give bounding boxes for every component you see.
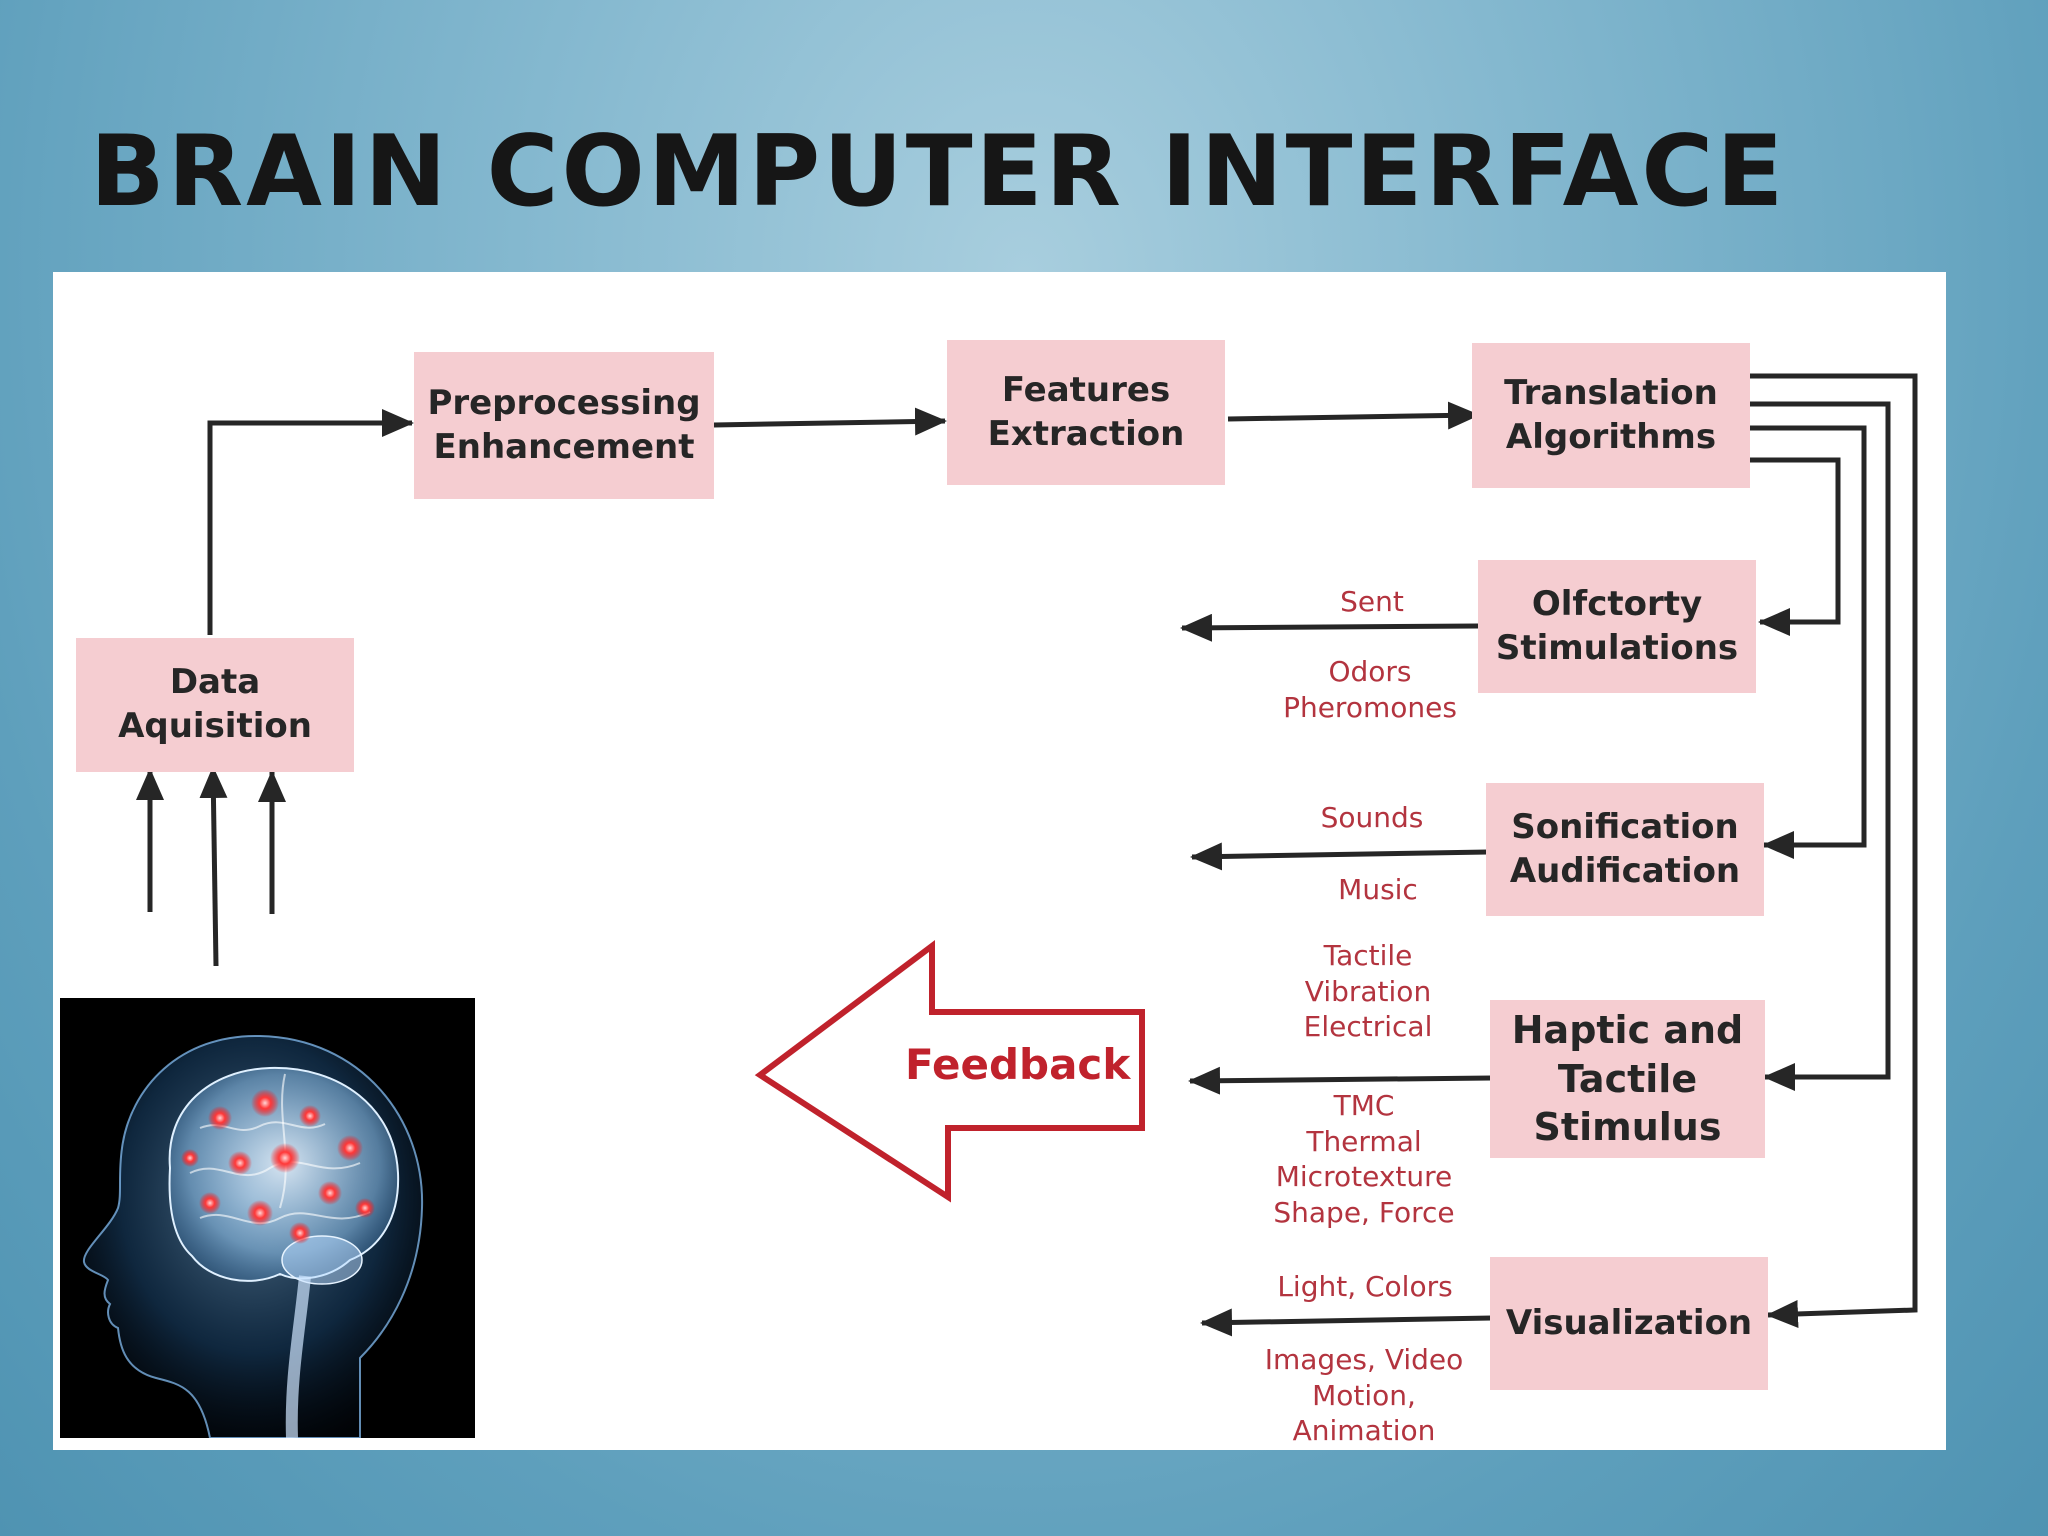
arrow-son-out bbox=[1190, 842, 1489, 871]
arrow-feat-to-trans bbox=[1227, 401, 1480, 430]
visualization-box: Visualization bbox=[1490, 1257, 1768, 1390]
brain-shape bbox=[168, 1066, 400, 1282]
slide-title: BRAIN COMPUTER INTERFACE bbox=[90, 115, 1787, 229]
arrow-olf-out bbox=[1180, 613, 1479, 642]
arrow-signal-center bbox=[199, 766, 228, 967]
arrow-vis-out bbox=[1200, 1308, 1493, 1337]
features-extraction-box: Features Extraction bbox=[947, 340, 1225, 485]
feedback-label: Feedback bbox=[905, 1040, 1131, 1089]
olfactory-output-below: Odors Pheromones bbox=[1283, 655, 1457, 724]
olfactory-box: Olfctorty Stimulations bbox=[1478, 560, 1756, 693]
arrow-hap-out bbox=[1188, 1066, 1493, 1095]
sonification-box: Sonification Audification bbox=[1486, 783, 1764, 916]
preprocessing-box: Preprocessing Enhancement bbox=[414, 352, 714, 499]
neural-sparks bbox=[181, 1089, 375, 1244]
sonification-output-below: Music bbox=[1338, 873, 1418, 906]
translation-algorithms-box: Translation Algorithms bbox=[1472, 343, 1750, 488]
arrow-trans-to-son bbox=[1750, 425, 1867, 859]
data-acquisition-box: Data Aquisition bbox=[76, 638, 354, 772]
haptic-output-below: TMC Thermal Microtexture Shape, Force bbox=[1273, 1089, 1455, 1229]
olfactory-output-above: Sent bbox=[1340, 585, 1404, 618]
sonification-output-above: Sounds bbox=[1320, 801, 1424, 834]
arrow-acq-to-pre bbox=[207, 409, 414, 635]
haptic-output-above: Tactile Vibration Electrical bbox=[1303, 939, 1433, 1044]
visualization-output-below: Images, Video Motion, Animation bbox=[1264, 1343, 1464, 1448]
haptic-tactile-box: Haptic and Tactile Stimulus bbox=[1490, 1000, 1765, 1158]
brain-head-illustration bbox=[60, 998, 475, 1439]
visualization-output-above: Light, Colors bbox=[1277, 1270, 1453, 1303]
arrow-trans-to-vis bbox=[1750, 373, 1918, 1328]
feedback-arrow-shape bbox=[754, 940, 1145, 1203]
arrow-trans-to-hap bbox=[1750, 401, 1891, 1091]
arrow-pre-to-feat bbox=[713, 407, 947, 436]
arrow-trans-to-olf bbox=[1750, 457, 1841, 636]
brain-head-image bbox=[60, 998, 475, 1439]
